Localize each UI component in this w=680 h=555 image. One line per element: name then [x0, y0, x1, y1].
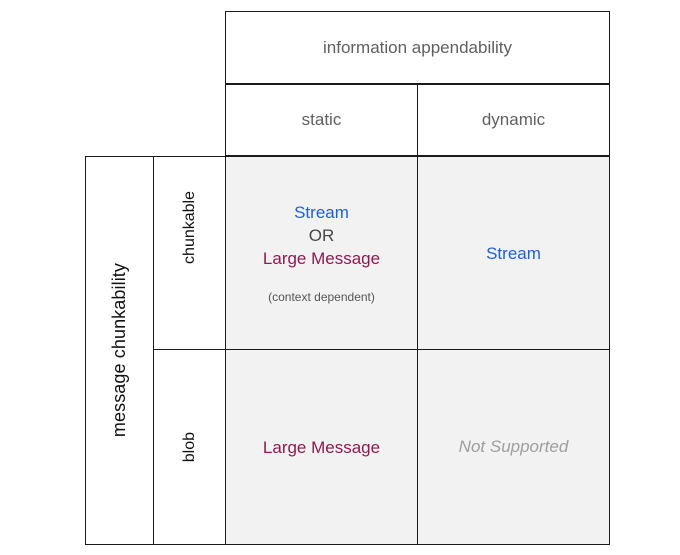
column-axis-label: information appendability [322, 37, 512, 57]
column-axis-header: information appendability [225, 11, 610, 84]
column-header-static: static [225, 84, 418, 156]
row-header-blob-label: blob [180, 431, 198, 463]
cell-value-conjunction: OR [308, 226, 335, 245]
cell-blob-static: Large Message [225, 349, 418, 545]
cell-chunkable-static: Stream OR Large Message (context depende… [225, 156, 418, 350]
cell-value-stream: Stream [486, 243, 541, 263]
cell-value-large-message: Large Message [262, 249, 381, 268]
column-header-dynamic: dynamic [417, 84, 610, 156]
cell-chunkable-dynamic: Stream [417, 156, 610, 350]
row-header-chunkable: chunkable [153, 156, 226, 350]
row-header-blob: blob [153, 349, 226, 545]
column-header-static-label: static [301, 110, 342, 129]
row-axis-label: message chunkability [109, 263, 129, 438]
cell-blob-dynamic: Not Supported [417, 349, 610, 545]
cell-value-note: (context dependent) [268, 290, 375, 304]
cell-value-stream: Stream [294, 203, 349, 222]
cell-value-large-message: Large Message [262, 437, 381, 457]
row-header-chunkable-label: chunkable [180, 191, 198, 264]
cell-chunkable-static-content: Stream OR Large Message (context depende… [263, 201, 380, 309]
column-header-dynamic-label: dynamic [481, 110, 546, 129]
cell-value-not-supported: Not Supported [458, 437, 569, 456]
row-axis-header: message chunkability [85, 156, 154, 545]
